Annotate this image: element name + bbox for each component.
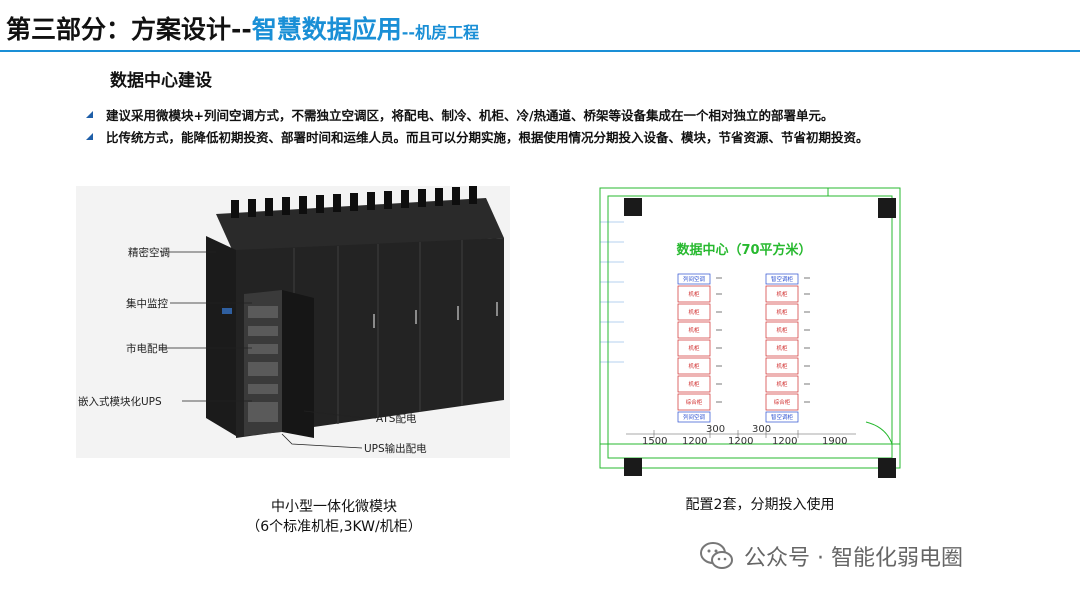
rack-label: 机柜: [776, 362, 788, 370]
rack-label: 机柜: [688, 326, 700, 334]
watermark-text: 公众号 · 智能化弱电圈: [744, 546, 963, 571]
rack-label: 综合柜: [774, 398, 791, 406]
bullet-text: 建议采用微模块+列间空调方式，不需独立空调区，将配电、制冷、机柜、冷/热通道、桥…: [106, 107, 834, 123]
wechat-icon: [700, 542, 733, 569]
floor-plan-figure: 数据中心（70平方米） 列间空调 机柜 机柜 机柜 机柜 机柜 机柜 综合柜: [596, 182, 914, 482]
dimension-label: 300: [706, 424, 725, 435]
rack-label: 机柜: [776, 380, 788, 388]
label-modular-ups: 嵌入式模块化UPS: [78, 395, 162, 408]
section-title: 数据中心建设: [110, 71, 212, 91]
title-part: 第三部分：方案设计--: [6, 15, 252, 44]
dimension-label: 1500: [642, 436, 667, 447]
title-main: 智慧数据应用: [251, 15, 402, 44]
dimension-label: 300: [752, 424, 771, 435]
rack-label: 机柜: [688, 290, 700, 298]
bullet-item: 建议采用微模块+列间空调方式，不需独立空调区，将配电、制冷、机柜、冷/热通道、桥…: [86, 103, 1046, 125]
rack-label: 机柜: [776, 326, 788, 334]
dimension-label: 1200: [772, 436, 797, 447]
rack-label: 机柜: [688, 308, 700, 316]
rack-label: 列间空调: [683, 413, 706, 421]
label-ups-output: UPS输出配电: [364, 442, 427, 455]
bullet-text: 比传统方式，能降低初期投资、部署时间和运维人员。而且可以分期实施，根据使用情况分…: [106, 129, 869, 145]
watermark: 公众号 · 智能化弱电圈: [700, 540, 963, 572]
slide-title: 第三部分：方案设计--智慧数据应用--机房工程: [6, 10, 479, 46]
rack-label: 智空调柜: [771, 413, 794, 421]
label-mains-distribution: 市电配电: [126, 342, 168, 355]
label-precision-ac: 精密空调: [128, 246, 170, 259]
rack-label: 机柜: [688, 362, 700, 370]
right-caption: 配置2套，分期投入使用: [685, 497, 835, 513]
header-rule: [0, 50, 1080, 52]
rack-label: 综合柜: [686, 398, 703, 406]
rack-label: 列间空调: [683, 275, 706, 283]
rack-label: 智空调柜: [771, 275, 794, 283]
label-ats: ATS配电: [376, 412, 417, 425]
left-caption-line2: （6个标准机柜,3KW/机柜）: [246, 519, 422, 535]
bullet-item: 比传统方式，能降低初期投资、部署时间和运维人员。而且可以分期实施，根据使用情况分…: [86, 125, 1046, 147]
rack-label: 机柜: [776, 308, 788, 316]
rack-column-right: 智空调柜 机柜 机柜 机柜 机柜 机柜 机柜 综合柜 智空调柜: [765, 273, 799, 423]
bullet-triangle-icon: [86, 110, 93, 118]
bullet-list: 建议采用微模块+列间空调方式，不需独立空调区，将配电、制冷、机柜、冷/热通道、桥…: [86, 103, 1046, 147]
rack-label: 机柜: [688, 380, 700, 388]
rack-label: 机柜: [688, 344, 700, 352]
slide-header: 第三部分：方案设计--智慧数据应用--机房工程: [0, 0, 1080, 54]
rack-label: 机柜: [776, 290, 788, 298]
micro-module-figure: 精密空调 集中监控 市电配电 嵌入式模块化UPS ATS配电 UPS输出配电: [76, 186, 510, 458]
title-sub: --机房工程: [401, 23, 480, 42]
dimension-label: 1200: [682, 436, 707, 447]
rack-column-left: 列间空调 机柜 机柜 机柜 机柜 机柜 机柜 综合柜 列间空调: [677, 273, 711, 423]
bullet-triangle-icon: [86, 132, 93, 140]
dimension-label: 1900: [822, 436, 847, 447]
floor-plan-drawing: 数据中心（70平方米） 列间空调 机柜 机柜 机柜 机柜 机柜 机柜 综合柜: [599, 187, 901, 478]
label-monitoring: 集中监控: [126, 297, 168, 310]
left-caption-line1: 中小型一体化微模块: [271, 499, 397, 515]
rack-label: 机柜: [776, 344, 788, 352]
dimension-label: 1200: [728, 436, 753, 447]
room-title: 数据中心（70平方米）: [676, 242, 811, 258]
micro-module-illustration: 精密空调 集中监控 市电配电 嵌入式模块化UPS ATS配电 UPS输出配电: [78, 186, 504, 455]
